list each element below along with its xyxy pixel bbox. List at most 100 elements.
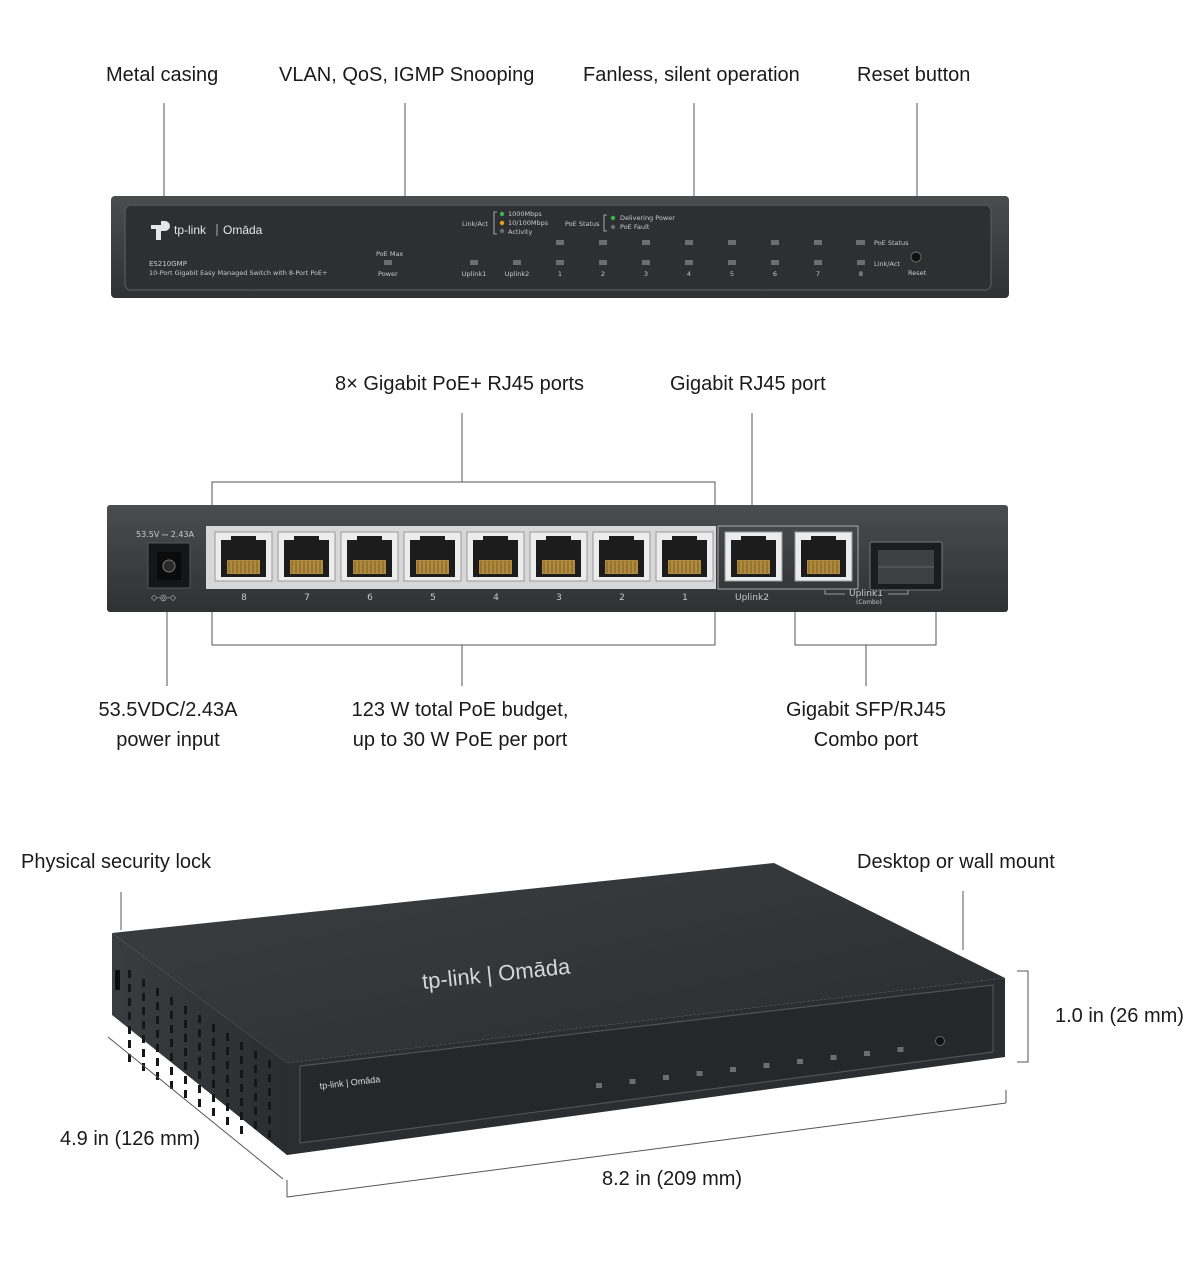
vent-slot <box>198 1071 201 1079</box>
callout-poe-ports: 8× Gigabit PoE+ RJ45 ports <box>335 373 585 395</box>
vent-slot <box>184 1006 187 1014</box>
port-label-8: 8 <box>859 270 863 278</box>
led-poe-max-label: PoE Max <box>376 250 403 258</box>
iso-led <box>897 1047 904 1052</box>
vent-slot <box>170 1039 173 1047</box>
vent-slot <box>156 1030 159 1038</box>
uplink2-label: Uplink2 <box>735 593 769 603</box>
callout-poe-budget: 123 W total PoE budget, up to 30 W PoE p… <box>320 695 600 755</box>
vent-slot <box>268 1088 271 1096</box>
bracket-poe-bottom <box>211 612 716 646</box>
vent-slot <box>226 1103 229 1111</box>
vent-slot <box>170 1053 173 1061</box>
vent-slot <box>268 1102 271 1110</box>
vent-slot <box>170 1067 173 1075</box>
vent-slot <box>170 1011 173 1019</box>
reset-label: Reset <box>908 269 927 277</box>
rear-port-num-1: 1 <box>682 593 688 603</box>
rear-port-num-3: 3 <box>556 593 562 603</box>
led-power-label: Power <box>378 270 398 278</box>
legend-deliver-dot <box>610 215 616 221</box>
vent-slot <box>128 1040 131 1048</box>
vent-slot <box>240 1070 243 1078</box>
row-linkact-label: Link/Act <box>874 260 900 268</box>
vent-slot <box>240 1084 243 1092</box>
callout-combo-line2: Combo port <box>813 729 919 751</box>
iso-led <box>830 1055 837 1060</box>
vent-slot <box>212 1066 215 1074</box>
port-label-3: 3 <box>644 270 648 278</box>
link-led-2 <box>599 260 607 265</box>
link-led-5 <box>728 260 736 265</box>
uplink-port-frame <box>717 525 859 590</box>
tplink-logo-icon <box>151 221 170 240</box>
legend-activity-dot <box>499 228 505 234</box>
callout-fanless: Fanless, silent operation <box>583 64 800 86</box>
vent-slot <box>128 998 131 1006</box>
vent-slot <box>156 1016 159 1024</box>
rj45-port-icon <box>277 531 336 582</box>
port-label-2: 2 <box>601 270 605 278</box>
vent-slot <box>254 1079 257 1087</box>
rj45-port-icon <box>466 531 525 582</box>
rj45-port-icon <box>655 531 714 582</box>
poe-led-4 <box>685 240 693 245</box>
poe-led-2 <box>599 240 607 245</box>
callout-mount: Desktop or wall mount <box>857 851 1055 873</box>
callout-combo-port: Gigabit SFP/RJ45 Combo port <box>766 695 966 755</box>
callout-budget-line1: 123 W total PoE budget, <box>351 699 569 721</box>
vent-slot <box>128 1054 131 1062</box>
vent-slot <box>142 1007 145 1015</box>
port-label-1: 1 <box>558 270 562 278</box>
vent-slot <box>170 1081 173 1089</box>
callout-security-lock: Physical security lock <box>21 851 212 873</box>
vent-slot <box>240 1056 243 1064</box>
vent-slot <box>212 1052 215 1060</box>
vent-slot <box>184 1020 187 1028</box>
dim-height <box>1017 970 1029 1063</box>
vent-slot <box>226 1075 229 1083</box>
rear-rj45-ports <box>214 525 859 590</box>
bracket-poe-top <box>211 481 716 516</box>
legend-10100: 10/100Mbps <box>508 219 549 227</box>
callout-reset-button: Reset button <box>857 64 971 86</box>
link-led-3 <box>642 260 650 265</box>
iso-side-vents <box>128 970 271 1138</box>
vent-slot <box>254 1107 257 1115</box>
vent-slot <box>142 993 145 1001</box>
power-rating-text: 53.5V ⎓ 2.43A <box>136 530 195 539</box>
vent-slot <box>142 979 145 987</box>
port-label-6: 6 <box>773 270 777 278</box>
bracket-combo <box>794 612 937 646</box>
legend-delivering: Delivering Power <box>620 214 675 222</box>
link-led-7 <box>814 260 822 265</box>
vent-slot <box>240 1098 243 1106</box>
rear-port-num-2: 2 <box>619 593 625 603</box>
poe-led-6 <box>771 240 779 245</box>
callout-metal-casing: Metal casing <box>106 64 219 86</box>
vent-slot <box>128 970 131 978</box>
vent-slot <box>170 997 173 1005</box>
poe-led-7 <box>814 240 822 245</box>
legend-activity: Activity <box>508 228 532 236</box>
link-led-Uplink2 <box>513 260 521 265</box>
brand-text: tp-link <box>174 223 207 237</box>
legend-1000: 1000Mbps <box>508 210 542 218</box>
vent-slot <box>198 1057 201 1065</box>
vent-slot <box>226 1089 229 1097</box>
vent-slot <box>128 1026 131 1034</box>
port-label-Uplink2: Uplink2 <box>505 270 530 278</box>
front-panel: tp-link Omāda ES210GMP 10-Port Gigabit E… <box>111 103 1009 298</box>
poe-led-legend <box>856 240 864 245</box>
rear-port-num-6: 6 <box>367 593 373 603</box>
vent-slot <box>142 1049 145 1057</box>
reset-button-icon <box>910 251 922 263</box>
vent-slot <box>226 1047 229 1055</box>
iso-top-face <box>112 863 1005 1063</box>
callout-rj45-port: Gigabit RJ45 port <box>670 373 826 395</box>
vent-slot <box>156 1058 159 1066</box>
vent-slot <box>184 1076 187 1084</box>
